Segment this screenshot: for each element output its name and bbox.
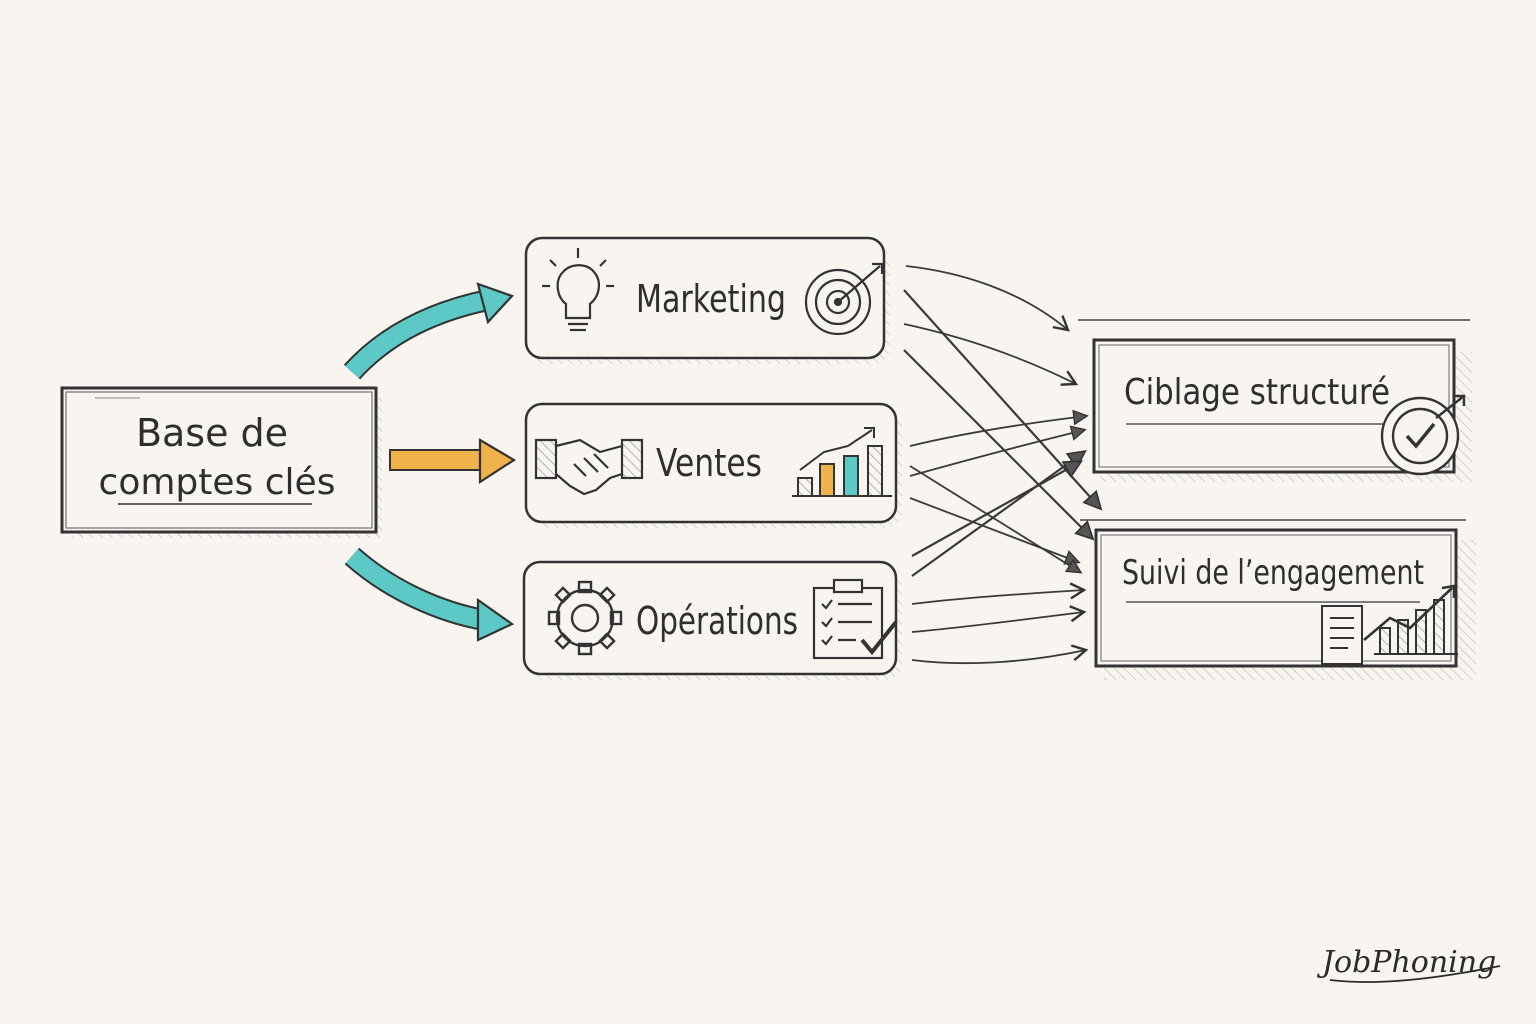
node-operations: [522, 560, 902, 680]
checklist-icon: [812, 578, 898, 660]
suivi-label: Suivi de l’engagement: [1122, 553, 1424, 593]
handshake-icon: [534, 438, 644, 496]
marketing-label: Marketing: [636, 277, 786, 321]
brand-logo-swash: [1329, 965, 1501, 983]
target-check-icon: [1380, 394, 1466, 476]
node-source: [60, 386, 382, 538]
node-marketing: [524, 236, 890, 364]
gear-icon: [547, 580, 623, 656]
brand-logo: JobPhoning: [1316, 945, 1496, 980]
connector-arrows: [903, 265, 1100, 665]
target-icon: [804, 262, 884, 336]
source-label-line1: Base de: [136, 411, 288, 455]
ciblage-label: Ciblage structuré: [1124, 372, 1390, 413]
report-chart-icon: [1321, 584, 1458, 665]
node-suivi: [1080, 519, 1476, 680]
arrow-to-operations: [344, 547, 515, 642]
arrow-to-marketing: [343, 282, 514, 380]
bar-chart-icon: [792, 427, 892, 497]
lightbulb-icon: [542, 248, 614, 332]
source-label-line2: comptes clés: [99, 462, 336, 503]
node-ventes: [524, 402, 902, 528]
arrow-to-ventes: [389, 438, 517, 485]
ventes-label: Ventes: [656, 441, 762, 485]
node-ciblage: [1078, 319, 1472, 482]
operations-label: Opérations: [636, 599, 798, 643]
